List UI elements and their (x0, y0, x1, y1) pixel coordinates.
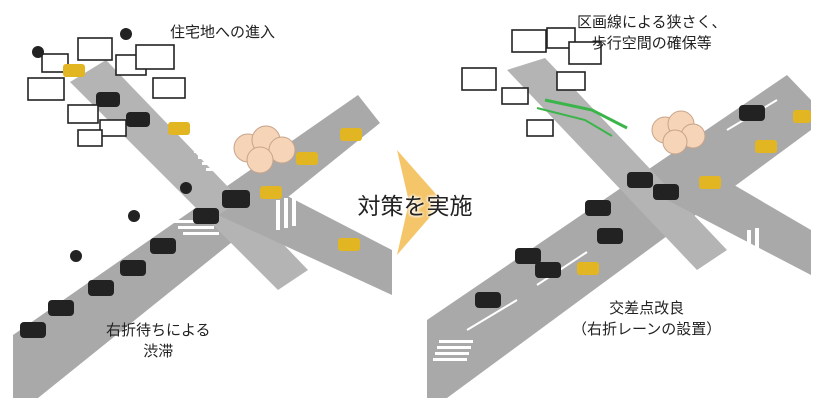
cars (475, 105, 765, 308)
location-pins (32, 28, 192, 262)
before-caption-bottom: 右折待ちによる 渋滞 (106, 320, 211, 362)
green-lane-marking (544, 98, 628, 130)
before-intersection-illustration (13, 28, 392, 398)
frustration-cloud (651, 110, 706, 155)
transition-arrow (397, 150, 443, 255)
crosswalk (433, 130, 759, 361)
after-intersection-illustration (427, 27, 811, 398)
before-caption-top: 住宅地への進入 (170, 23, 276, 41)
side-road-east (667, 175, 811, 275)
houses (27, 37, 186, 147)
after-caption-top-line2: 歩行空間の確保等 (591, 34, 712, 52)
after-caption-bottom-line1: 交差点改良 (609, 299, 685, 317)
before-caption-bottom-line1: 右折待ちによる (106, 321, 211, 339)
yellow-cars (63, 64, 362, 251)
side-road-residential (507, 58, 727, 270)
after-caption-bottom: 交差点改良 （右折レーンの設置） (572, 298, 721, 340)
after-scene: 区画線による狭さく、 歩行空間の確保等 交差点改良 （右折レーンの設置） (427, 0, 812, 401)
queued-cars (20, 92, 250, 338)
green-lane-marking-2 (536, 107, 613, 137)
houses (461, 27, 602, 137)
yellow-cars (577, 110, 811, 275)
after-caption-bottom-line2: （右折レーンの設置） (572, 320, 722, 338)
side-road-east (218, 185, 392, 295)
main-road (13, 95, 380, 398)
before-scene: 住宅地への進入 右折待ちによる 渋滞 (8, 0, 393, 401)
crosswalk (173, 150, 296, 235)
frustration-cloud (233, 125, 296, 174)
after-caption-top-line1: 区画線による狭さく、 (577, 13, 727, 31)
after-caption-top: 区画線による狭さく、 歩行空間の確保等 (577, 12, 727, 54)
countermeasure-label: 対策を実施 (357, 194, 473, 220)
before-caption-bottom-line2: 渋滞 (143, 342, 174, 360)
